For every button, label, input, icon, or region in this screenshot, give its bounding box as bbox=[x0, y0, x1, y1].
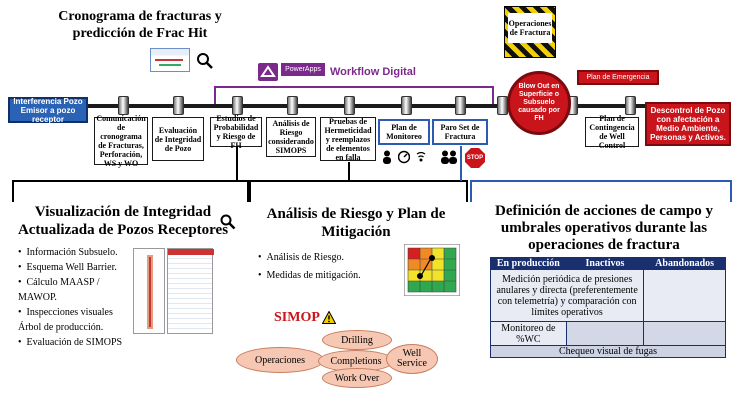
row-pressure-measurement: Medición periódica de presiones anulares… bbox=[489, 269, 645, 322]
step-risk-simops: Análisis de Riesgo considerando SIMOPS bbox=[266, 117, 316, 157]
risk-title: Análisis de Riesgo y Plan de Mitigación bbox=[266, 206, 446, 240]
bullet-item: Cálculo MAASP / MAWOP. bbox=[18, 275, 130, 305]
pipe-connector bbox=[287, 96, 298, 115]
pipe-connector bbox=[625, 96, 636, 115]
visualization-title: Visualización de Integridad Actualizada … bbox=[17, 204, 229, 238]
contingency-box: Plan de Contingencia de Well Control bbox=[585, 114, 639, 150]
ellipse-well-service: Well Service bbox=[386, 344, 438, 374]
pipe-connector bbox=[118, 96, 129, 115]
blowout-circle: Blow Out en Superficie o Subsuelo causad… bbox=[507, 71, 571, 135]
actions-table: En producción Inactivos Abandonados Medi… bbox=[489, 257, 726, 358]
bracket-connector bbox=[460, 146, 462, 181]
risk-matrix-image bbox=[403, 243, 461, 297]
header-inactive: Inactivos bbox=[565, 257, 645, 270]
step-integrity: Evaluación de Integridad de Pozo bbox=[152, 117, 204, 161]
timeline-line bbox=[40, 104, 645, 108]
emergency-box: Plan de Emergencia bbox=[577, 70, 659, 85]
operations-sign: Operaciones de Fractura bbox=[504, 6, 556, 58]
step-probability: Estudios de Probabilidad y Riesgo de FH bbox=[210, 114, 262, 150]
header-abandoned: Abandonados bbox=[643, 257, 726, 270]
ellipse-operaciones: Operaciones bbox=[236, 347, 324, 373]
step-monitoring: Plan de Monitoreo bbox=[378, 119, 430, 145]
wireless-icon bbox=[415, 150, 427, 164]
barrier-table-image bbox=[167, 248, 214, 334]
operations-sign-label: Operaciones de Fractura bbox=[508, 13, 552, 43]
warning-icon bbox=[321, 310, 337, 329]
bullet-item: Medidas de mitigación. bbox=[258, 268, 398, 283]
bracket-connector bbox=[348, 162, 350, 181]
left-bracket bbox=[12, 180, 249, 202]
bullet-item: Análisis de Riesgo. bbox=[258, 250, 398, 265]
step-stop-fracture: Paro Set de Fractura bbox=[432, 119, 488, 145]
step-communication: Comunicación de cronograma de Fracturas,… bbox=[94, 114, 148, 168]
pipe-connector bbox=[173, 96, 184, 115]
pipe-connector bbox=[401, 96, 412, 115]
stop-sign-icon: STOP bbox=[465, 148, 485, 168]
workflow-label: Workflow Digital bbox=[330, 66, 416, 78]
magnifier-icon bbox=[220, 214, 236, 235]
simop-label: SIMOP bbox=[274, 310, 320, 325]
schedule-image bbox=[150, 48, 190, 72]
bullet-item: Esquema Well Barrier. bbox=[18, 260, 130, 275]
uncontrolled-box: Descontrol de Pozo con afectación a Medi… bbox=[645, 102, 731, 146]
ellipse-drilling: Drilling bbox=[322, 330, 392, 350]
bullet-item: Inspecciones visuales Árbol de producció… bbox=[18, 305, 130, 335]
ellipse-work-over: Work Over bbox=[322, 368, 392, 388]
row-leak-check: Chequeo visual de fugas bbox=[490, 345, 726, 358]
pipe-connector bbox=[344, 96, 355, 115]
cell-empty bbox=[643, 321, 726, 346]
middle-bracket bbox=[249, 180, 468, 202]
team-icon bbox=[440, 150, 458, 164]
cell-empty bbox=[565, 321, 645, 346]
cell-empty bbox=[643, 269, 726, 322]
row-wc-monitoring: Monitoreo de %WC bbox=[490, 321, 567, 346]
actions-table-wrapper: En producción Inactivos Abandonados Medi… bbox=[489, 257, 726, 358]
risk-bullets: Análisis de Riesgo. Medidas de mitigació… bbox=[258, 250, 398, 283]
magnifier-icon bbox=[196, 52, 214, 75]
gauge-icon bbox=[397, 150, 411, 164]
bullet-item: Evaluación de SIMOPS bbox=[18, 335, 130, 350]
right-bracket bbox=[470, 180, 732, 202]
bullet-item: Información Subsuelo. bbox=[18, 245, 130, 260]
pipe-connector bbox=[232, 96, 243, 115]
workflow-bracket bbox=[214, 86, 494, 108]
powerapps-icon bbox=[258, 63, 278, 81]
bracket-connector bbox=[236, 146, 238, 181]
pipe-connector bbox=[455, 96, 466, 115]
powerapps-label: PowerApps bbox=[281, 63, 325, 76]
actions-title: Definición de acciones de campo y umbral… bbox=[495, 203, 713, 253]
stop-sign-label: STOP bbox=[466, 155, 484, 161]
step-hermeticity: Pruebas de Hermeticidad y reemplazos de … bbox=[320, 117, 376, 162]
page-title: Cronograma de fracturas y predicción de … bbox=[58, 9, 222, 41]
header-production: En producción bbox=[490, 257, 567, 270]
person-icon bbox=[382, 150, 392, 164]
well-schematic-image bbox=[133, 248, 165, 334]
start-box: Interferencia Pozo Emisor a pozo recepto… bbox=[8, 97, 88, 124]
visualization-bullets: Información Subsuelo. Esquema Well Barri… bbox=[18, 245, 130, 350]
